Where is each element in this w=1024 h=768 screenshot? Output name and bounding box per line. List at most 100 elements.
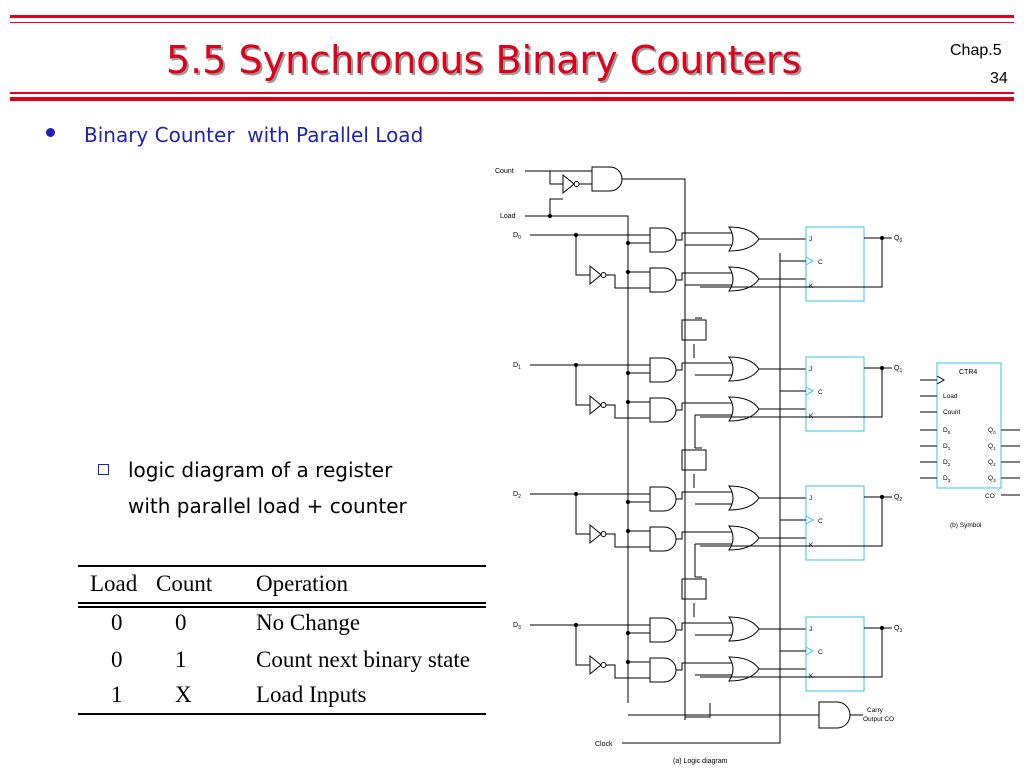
- data-input-label: D1: [513, 362, 521, 371]
- symbol-input-label: D1: [943, 443, 951, 451]
- carry-chain-wire: [694, 544, 702, 578]
- clock-label: Clock: [595, 741, 613, 748]
- ctr4-symbol-box: [936, 362, 1002, 489]
- wire: [676, 491, 732, 540]
- symbol-caption: (b) Symbol: [950, 522, 982, 529]
- table-cell-operation: Load Inputs: [256, 682, 367, 707]
- and-gate-icon: [649, 267, 677, 293]
- junction-dot: [879, 494, 885, 500]
- wire: [606, 533, 650, 548]
- jk-flipflop-box: [805, 226, 865, 302]
- enable-feed-wire: [685, 244, 732, 286]
- load-label: Load: [500, 213, 516, 220]
- output-label: Q0: [894, 235, 902, 244]
- top-rule-thin: [10, 22, 1014, 23]
- symbol-output-label: Q1: [988, 443, 996, 451]
- table-header-rule-2: [78, 606, 486, 608]
- bullet-heading: Binary Counter with Parallel Load: [84, 123, 424, 147]
- symbol-input-label: D0: [943, 427, 951, 435]
- flipflop-pin-j: J: [809, 366, 812, 373]
- output-label: Q1: [894, 365, 902, 374]
- data-input-label: D2: [513, 491, 521, 500]
- load-bus: [550, 215, 629, 703]
- or-gate-icon: [728, 226, 760, 252]
- symbol-input-label: D3: [943, 475, 951, 483]
- load-wire: [525, 198, 563, 217]
- clock-triangle-icon: [805, 646, 815, 656]
- or-gate-icon: [728, 266, 760, 292]
- load-feed-wire: [628, 632, 650, 663]
- input-inverter-icon: [589, 523, 602, 545]
- table-bottom-rule: [78, 713, 486, 715]
- wire: [759, 628, 806, 670]
- symbol-output-label: Q0: [988, 427, 996, 435]
- junction-dot: [625, 240, 631, 246]
- and-gate-icon: [649, 526, 677, 552]
- clock-triangle-icon: [936, 375, 946, 385]
- count-label: Count: [495, 168, 514, 175]
- table-header-rule: [78, 602, 486, 604]
- carry-output-label: Output CO: [863, 716, 894, 723]
- carry-chain-wire: [694, 415, 702, 449]
- wire: [759, 368, 806, 410]
- junction-dot: [625, 659, 631, 665]
- table-cell-operation: Count next binary state: [256, 647, 470, 672]
- flipflop-pin-j: J: [809, 236, 812, 243]
- carry-label: Carry: [867, 707, 884, 714]
- enable-feed-wire: [695, 634, 732, 676]
- table-cell-count: X: [175, 682, 192, 707]
- flipflop-pin-j: J: [809, 626, 812, 633]
- load-feed-wire: [628, 372, 650, 403]
- carry-and-gate-icon: [681, 578, 707, 600]
- or-gate-icon: [728, 616, 760, 642]
- wire: [606, 404, 650, 419]
- ctr4-title: CTR4: [959, 369, 977, 376]
- wire: [550, 216, 568, 755]
- count-enable-bus: [622, 178, 686, 720]
- count-wire: [525, 170, 592, 185]
- load-feed-wire: [628, 501, 650, 532]
- and-gate-icon: [649, 486, 677, 512]
- jk-flipflop-box: [805, 616, 865, 692]
- symbol-input-pins: [920, 379, 937, 413]
- table-header-operation: Operation: [256, 571, 348, 596]
- junction-dot: [625, 528, 631, 534]
- junction-dot: [573, 622, 579, 628]
- sub-bullet-line-2: with parallel load + counter: [128, 494, 407, 518]
- symbol-output-label: Q3: [988, 475, 996, 483]
- data-input-label: D3: [513, 622, 521, 631]
- junction-dot: [625, 370, 631, 376]
- output-feedback-wire: [700, 367, 892, 418]
- table-cell-load: 0: [111, 647, 123, 672]
- or-gate-icon: [728, 396, 760, 422]
- output-feedback-wire: [700, 237, 892, 288]
- and-gate-icon: [649, 227, 677, 253]
- output-feedback-wire: [700, 627, 892, 678]
- flipflop-pin-j: J: [809, 495, 812, 502]
- jk-flipflop-box: [805, 356, 865, 432]
- junction-dot: [573, 362, 579, 368]
- carry-and-gate-icon: [681, 319, 707, 341]
- output-label: Q2: [894, 494, 902, 503]
- or-gate-icon: [728, 356, 760, 382]
- enable-feed-wire: [695, 374, 732, 416]
- wire: [676, 622, 732, 671]
- wire: [682, 319, 706, 358]
- carry-and-gate-icon: [818, 701, 851, 729]
- flipflop-pin-c: C: [818, 649, 823, 656]
- junction-dot: [573, 232, 579, 238]
- junction-dot: [879, 235, 885, 241]
- and-gate-icon: [649, 657, 677, 683]
- clock-triangle-icon: [805, 256, 815, 266]
- wire: [759, 497, 806, 539]
- input-inverter-icon: [589, 654, 602, 676]
- page-number: 34: [990, 70, 1008, 87]
- table-cell-load: 0: [111, 610, 123, 635]
- table-cell-load: 1: [111, 682, 123, 707]
- wire: [676, 232, 732, 281]
- table-cell-count: 1: [175, 647, 187, 672]
- junction-dot: [879, 365, 885, 371]
- load-feed-wire: [628, 242, 650, 273]
- wire: [606, 274, 650, 289]
